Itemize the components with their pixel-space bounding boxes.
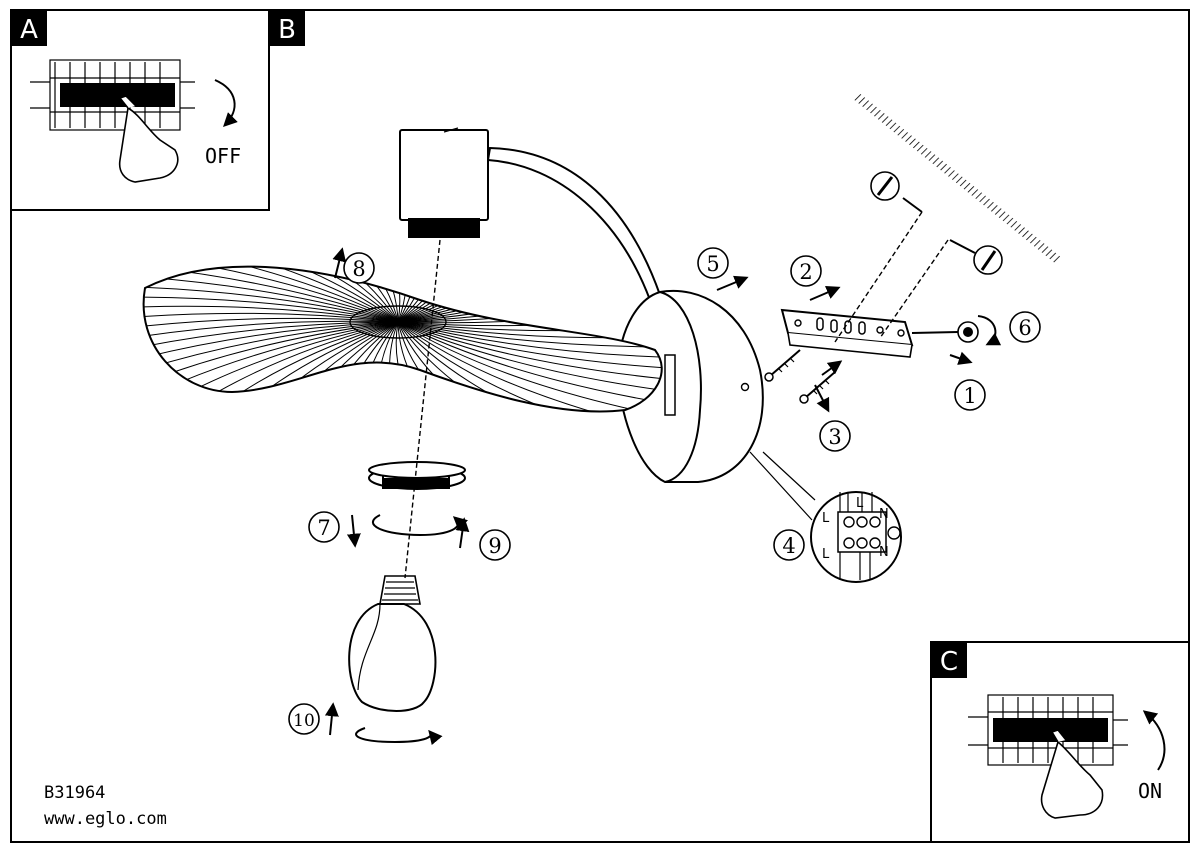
panel-c-caption: ON bbox=[1138, 779, 1162, 803]
drill-guide-line bbox=[879, 239, 949, 339]
step-callout-10: 10 bbox=[288, 703, 320, 735]
breaker-box-icon bbox=[30, 59, 195, 131]
shade-rib bbox=[143, 312, 399, 323]
shade-rib bbox=[397, 266, 482, 323]
panel-b-tag-box bbox=[269, 10, 305, 46]
lamp-arm bbox=[399, 127, 674, 356]
screw-icon bbox=[799, 371, 836, 404]
step-callout-1: 1 bbox=[954, 379, 986, 411]
step-callout-9: 9 bbox=[479, 529, 511, 561]
set-screw-icon bbox=[911, 321, 979, 343]
svg-text:4: 4 bbox=[782, 534, 795, 558]
svg-text:8: 8 bbox=[352, 257, 365, 281]
model-number: B31964 bbox=[44, 783, 106, 803]
rotate-arrow-icon bbox=[355, 727, 443, 746]
step-callout-6: 6 bbox=[1009, 311, 1041, 343]
arrow-icon bbox=[324, 702, 339, 736]
terminal-live-label: L bbox=[856, 496, 864, 511]
shade-rib bbox=[397, 266, 534, 323]
shade-rib bbox=[143, 273, 399, 323]
svg-text:7: 7 bbox=[317, 516, 330, 540]
step-callout-2: 2 bbox=[790, 255, 822, 287]
shade-rib bbox=[143, 321, 399, 371]
svg-text:2: 2 bbox=[799, 260, 812, 284]
terminal-neutral-label: N bbox=[879, 507, 889, 522]
terminal-neutral-label: N bbox=[879, 545, 889, 560]
svg-text:9: 9 bbox=[488, 534, 501, 558]
step-callout-8: 8 bbox=[343, 252, 375, 284]
panel-b-tag: B bbox=[278, 15, 296, 45]
arrow-icon bbox=[346, 514, 361, 548]
mounting-bracket bbox=[780, 308, 914, 358]
arrow-up-icon bbox=[1142, 710, 1166, 771]
panel-a-caption: OFF bbox=[205, 144, 241, 168]
shade-rib bbox=[143, 317, 399, 335]
shade-rib bbox=[397, 321, 662, 359]
hand-pointer-icon bbox=[118, 95, 179, 183]
shade-rib bbox=[191, 321, 399, 412]
panel-a-tag: A bbox=[20, 15, 38, 45]
arrow-icon bbox=[821, 360, 843, 376]
rotate-arrow-icon bbox=[977, 315, 1002, 346]
ground-symbol-icon bbox=[887, 526, 901, 540]
terminal-live-label: L bbox=[822, 547, 830, 562]
arrow-icon bbox=[716, 275, 749, 291]
shade-rib bbox=[143, 296, 399, 323]
panel-c-switch-on: C ON bbox=[930, 641, 1190, 843]
arrow-icon bbox=[332, 247, 347, 279]
step-callout-3: 3 bbox=[819, 420, 851, 452]
shade-rib bbox=[143, 320, 399, 347]
arrow-down-icon bbox=[214, 79, 238, 127]
svg-text:6: 6 bbox=[1018, 316, 1031, 340]
wall-plug-icon bbox=[949, 239, 1003, 275]
step-callout-5: 5 bbox=[697, 247, 729, 279]
arrow-icon bbox=[949, 351, 973, 365]
arrow-icon bbox=[809, 285, 841, 301]
shade-rib bbox=[143, 285, 399, 323]
svg-text:1: 1 bbox=[963, 384, 976, 408]
page-frame bbox=[10, 9, 1190, 843]
drill-guide-line bbox=[834, 211, 923, 343]
terminal-live-label: L bbox=[822, 511, 830, 526]
svg-text:10: 10 bbox=[293, 711, 315, 731]
wall-plug-icon bbox=[870, 171, 923, 213]
shade-rib bbox=[143, 305, 399, 323]
svg-text:5: 5 bbox=[706, 252, 719, 276]
axis-line bbox=[404, 239, 441, 579]
shade-rib bbox=[397, 321, 662, 371]
wall-plate bbox=[616, 289, 764, 483]
rotate-arrow-icon bbox=[372, 514, 469, 537]
hand-pointer-icon bbox=[1040, 729, 1104, 819]
shade-rib bbox=[397, 321, 662, 332]
shade-rib bbox=[143, 321, 399, 359]
website-url: www.eglo.com bbox=[44, 809, 167, 829]
breaker-box-icon bbox=[968, 694, 1128, 766]
screw-icon bbox=[764, 349, 801, 382]
step-callout-7: 7 bbox=[308, 511, 340, 543]
panel-c-tag: C bbox=[940, 647, 958, 677]
panel-a-switch-off: A OFF bbox=[10, 9, 270, 211]
light-bulb bbox=[348, 575, 437, 712]
shade-rib bbox=[143, 321, 399, 382]
shade-rib bbox=[237, 321, 399, 412]
shade-rib bbox=[397, 321, 662, 339]
wall-surface bbox=[852, 92, 1062, 264]
shade-ring bbox=[368, 461, 466, 490]
shade-rib bbox=[214, 321, 399, 412]
arrow-icon bbox=[455, 517, 470, 549]
arrow-icon bbox=[814, 384, 830, 413]
svg-text:3: 3 bbox=[828, 425, 841, 449]
step-callout-4: 4 bbox=[773, 529, 805, 561]
footer: B31964 www.eglo.com bbox=[44, 780, 167, 832]
shade-rib bbox=[397, 321, 662, 348]
terminal-block-detail: L L L N N bbox=[749, 451, 902, 583]
shade-rib bbox=[237, 266, 399, 323]
